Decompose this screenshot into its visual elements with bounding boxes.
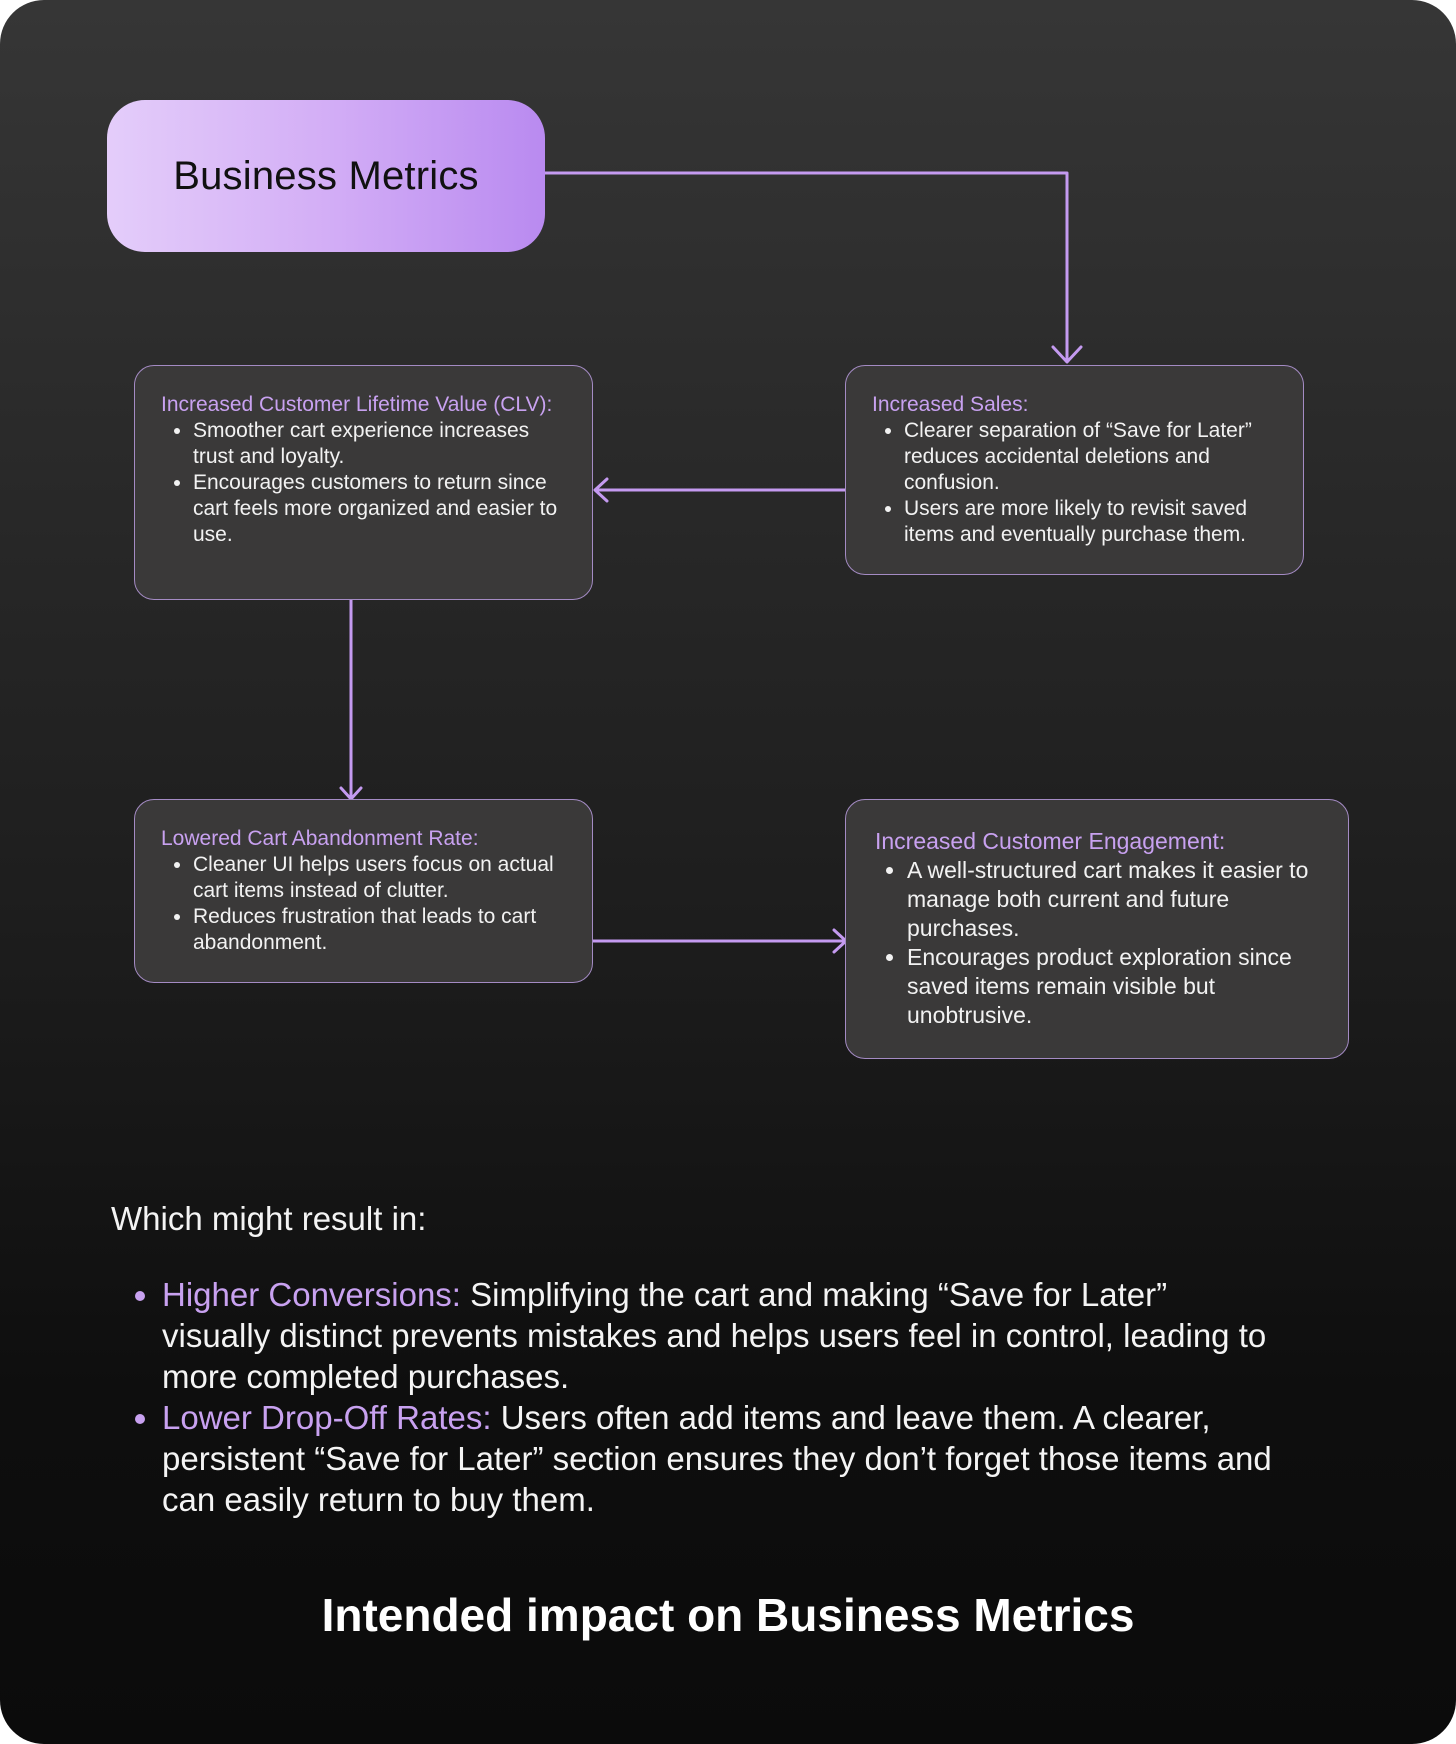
results-list: Higher Conversions: Simplifying the cart… [122,1274,1282,1520]
list-item: Higher Conversions: Simplifying the cart… [162,1274,1282,1397]
list-item: Encourages customers to return since car… [193,470,566,548]
business-metrics-label: Business Metrics [173,153,479,198]
clv-list: Smoother cart experience increases trust… [161,418,566,548]
result-text: Users often add items and leave them. A … [162,1399,1272,1518]
list-item: Users are more likely to revisit saved i… [904,496,1281,548]
list-item: A well-structured cart makes it easier t… [907,856,1322,943]
abandonment-heading: Lowered Cart Abandonment Rate: [161,827,479,850]
engagement-list: A well-structured cart makes it easier t… [875,856,1322,1030]
result-term: Higher Conversions: [162,1276,461,1313]
engagement-node: Increased Customer Engagement: A well-st… [845,799,1349,1059]
list-item: Smoother cart experience increases trust… [193,418,566,470]
sales-node: Increased Sales: Clearer separation of “… [845,365,1304,575]
abandonment-list: Cleaner UI helps users focus on actual c… [161,852,566,956]
arrowhead-sales-to-clv [593,477,609,503]
abandonment-node: Lowered Cart Abandonment Rate: Cleaner U… [134,799,593,983]
results-intro: Which might result in: [111,1200,427,1237]
list-item: Reduces frustration that leads to cart a… [193,904,566,956]
arrowhead-metrics-to-sales [1051,345,1083,364]
clv-node: Increased Customer Lifetime Value (CLV):… [134,365,593,600]
list-item: Encourages product exploration since sav… [907,943,1322,1030]
sales-heading: Increased Sales: [872,393,1029,416]
list-item: Cleaner UI helps users focus on actual c… [193,852,566,904]
arrow-metrics-to-sales [543,171,1069,362]
result-text: Simplifying the cart and making “Save fo… [162,1276,1267,1395]
clv-heading: Increased Customer Lifetime Value (CLV): [161,393,553,416]
sales-list: Clearer separation of “Save for Later” r… [872,418,1281,548]
engagement-heading: Increased Customer Engagement: [875,828,1226,854]
list-item: Clearer separation of “Save for Later” r… [904,418,1281,496]
result-term: Lower Drop-Off Rates: [162,1399,492,1436]
page-title: Intended impact on Business Metrics [321,1589,1135,1641]
business-metrics-node: Business Metrics [107,100,545,252]
list-item: Lower Drop-Off Rates: Users often add it… [162,1397,1282,1520]
